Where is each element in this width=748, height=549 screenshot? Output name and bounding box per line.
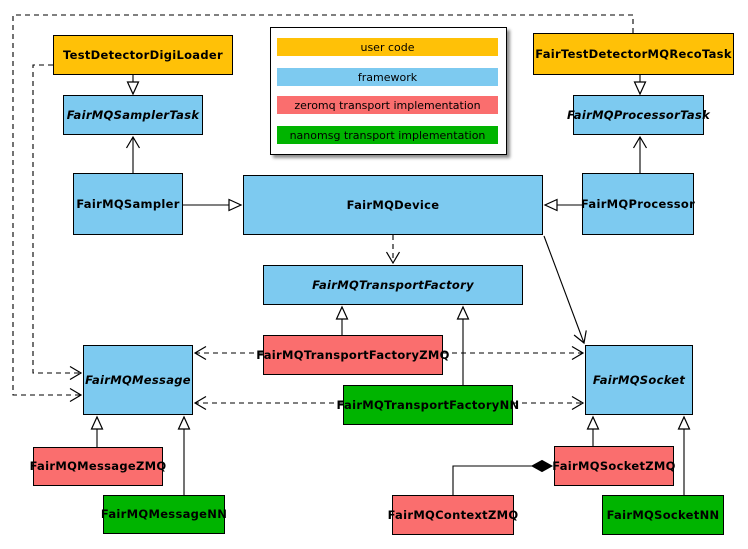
legend-item-user-code: user code xyxy=(277,38,498,56)
legend-item-framework: framework xyxy=(277,68,498,86)
node-fairmqtransportfactorynn: FairMQTransportFactoryNN xyxy=(337,385,519,425)
node-fairmqcontextzmq: FairMQContextZMQ xyxy=(388,495,518,535)
node-fairmqprocessor: FairMQProcessor xyxy=(581,173,695,235)
node-fairtestdetectormqrecotask: FairTestDetectorMQRecoTask xyxy=(533,33,734,75)
node-fairmqsamplertask: FairMQSamplerTask xyxy=(63,95,203,135)
legend-item-nanomsg: nanomsg transport implementation xyxy=(277,126,498,144)
node-fairmqtransportfactory: FairMQTransportFactory xyxy=(263,265,523,305)
node-testdetectordigiloader: TestDetectorDigiLoader xyxy=(53,35,233,75)
node-fairmqmessage: FairMQMessage xyxy=(83,345,193,415)
edge-digiloader-to-message xyxy=(32,64,83,381)
node-fairmqprocessortask: FairMQProcessorTask xyxy=(567,95,710,135)
node-fairmqmessagenn: FairMQMessageNN xyxy=(101,495,227,534)
node-fairmqtransportfactoryzmq: FairMQTransportFactoryZMQ xyxy=(256,335,449,375)
node-fairmqsocketzmq: FairMQSocketZMQ xyxy=(552,446,675,486)
node-fairmqmessagezmq: FairMQMessageZMQ xyxy=(30,447,166,486)
edge-contextzmq-to-socketzmq xyxy=(452,459,554,495)
node-fairmqsocket: FairMQSocket xyxy=(585,345,693,415)
node-fairmqdevice: FairMQDevice xyxy=(243,175,543,235)
legend: user code framework zeromq transport imp… xyxy=(270,27,507,155)
node-fairmqsampler: FairMQSampler xyxy=(73,173,183,235)
node-fairmqsocketnn: FairMQSocketNN xyxy=(602,495,724,535)
edge-device-to-socket xyxy=(543,235,587,345)
edge-recotask-to-message xyxy=(12,14,634,403)
legend-item-zeromq: zeromq transport implementation xyxy=(277,96,498,114)
